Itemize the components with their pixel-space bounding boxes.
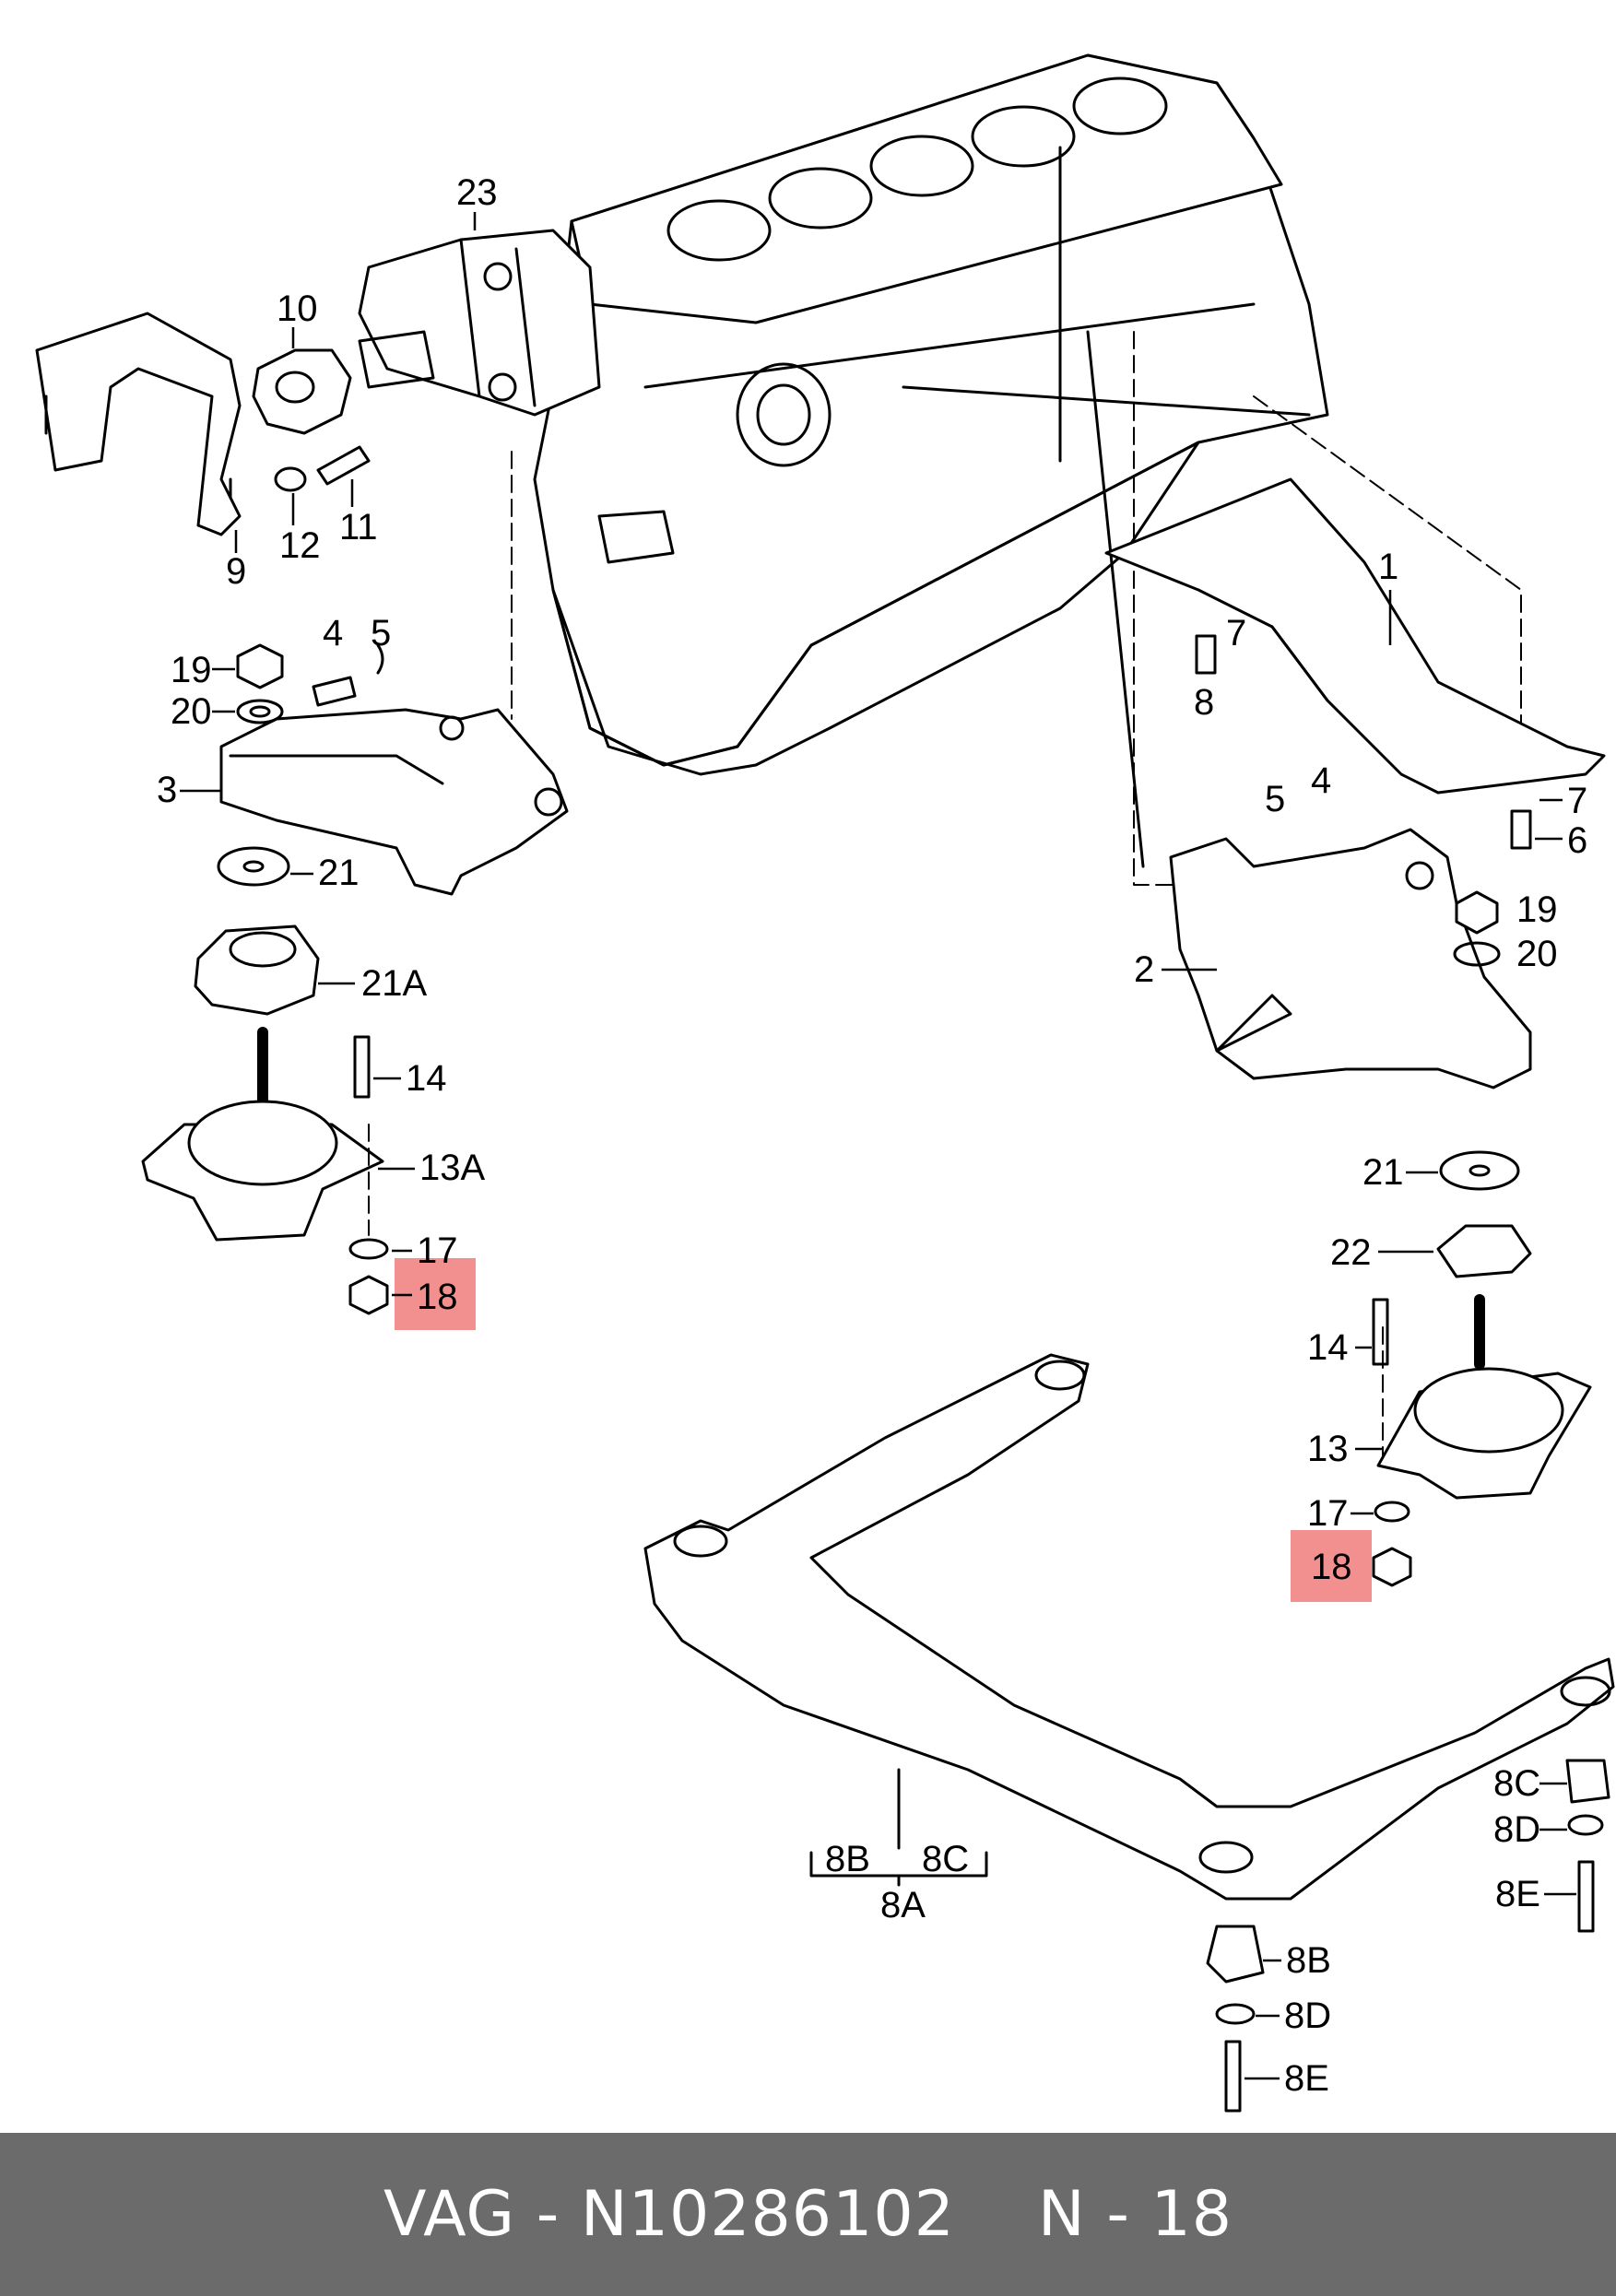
washer-20-right (1453, 941, 1501, 967)
damper-21A (194, 924, 320, 1016)
engine-mount-bracket-3 (219, 708, 569, 896)
part-number: VAG - N10286102 (383, 2178, 955, 2251)
callout-19-left: 19 (171, 650, 212, 690)
bushing-8C-right (1565, 1759, 1610, 1804)
callout-8E-right: 8E (1495, 1874, 1540, 1914)
callout-8B-left: 8B (825, 1839, 870, 1879)
washer-21-right (1439, 1150, 1520, 1191)
callout-17-right: 17 (1307, 1493, 1349, 1534)
callout-12: 12 (279, 525, 321, 566)
callout-20-left: 20 (171, 691, 212, 732)
crossmember-1 (1104, 477, 1606, 795)
nut-18-right (1372, 1547, 1412, 1587)
bolt-14-right (1372, 1298, 1389, 1366)
callout-17-left: 17 (417, 1230, 458, 1271)
nut-18-left (348, 1275, 389, 1315)
stop-22 (1436, 1224, 1532, 1278)
bolt-8-top (1195, 634, 1217, 675)
callout-9: 9 (226, 551, 246, 592)
callout-8C-left: 8C (922, 1839, 969, 1879)
engine-mount-13A (141, 1027, 384, 1242)
washer-17-right (1374, 1501, 1410, 1523)
washer-20-left (236, 699, 284, 724)
callout-21A: 21A (361, 963, 427, 1004)
callout-13: 13 (1307, 1429, 1349, 1469)
exploded-parts-diagram: 23 10 9 12 11 19 20 4 5 3 21 21A 14 13A … (35, 53, 1615, 2113)
callout-21-left: 21 (318, 853, 360, 893)
callout-5-left: 5 (371, 613, 391, 653)
callout-11: 11 (339, 507, 378, 548)
washer-17-left (348, 1238, 389, 1260)
callout-8A: 8A (880, 1885, 926, 1925)
washer-8D-right (1567, 1814, 1604, 1836)
callout-18-right: 18 (1311, 1547, 1352, 1587)
bolt-4-left (312, 676, 357, 707)
callout-7-right: 7 (1567, 781, 1587, 821)
callout-18-left: 18 (417, 1277, 458, 1317)
callout-8D-right: 8D (1493, 1809, 1540, 1850)
callout-13A: 13A (419, 1148, 485, 1188)
callout-1: 1 (1378, 547, 1398, 587)
callout-14-right: 14 (1307, 1327, 1349, 1368)
callout-8D-bottom: 8D (1284, 1996, 1331, 2036)
callout-6: 6 (1567, 820, 1587, 861)
bolt-11 (316, 445, 371, 486)
callout-14-left: 14 (406, 1058, 447, 1099)
bushing-8B-bottom (1206, 1925, 1265, 1984)
callout-8B-bottom: 8B (1286, 1940, 1331, 1981)
callout-4-right: 4 (1311, 760, 1331, 801)
callout-2: 2 (1134, 949, 1154, 990)
engine-mount-bracket-2 (1169, 828, 1532, 1089)
position-reference: N - 18 (1037, 2178, 1233, 2251)
bracket-9 (35, 312, 242, 536)
callout-22: 22 (1330, 1232, 1372, 1273)
callout-8C-right: 8C (1493, 1763, 1540, 1804)
bracket-23 (358, 229, 601, 417)
callout-5-right: 5 (1265, 779, 1285, 819)
part-10 (252, 348, 352, 435)
washer-8D-bottom (1215, 2003, 1256, 2025)
bolt-6 (1510, 809, 1532, 850)
nut-19-right (1455, 890, 1499, 935)
clip-5-left (376, 643, 384, 675)
engine-mount-13 (1372, 1294, 1592, 1500)
footer-bar: VAG - N10286102 N - 18 (0, 2133, 1616, 2296)
callout-21-right: 21 (1362, 1152, 1404, 1193)
bolt-8E-right (1577, 1860, 1595, 1933)
callout-10: 10 (277, 288, 318, 329)
washer-21-left (217, 846, 290, 887)
callout-8E-bottom: 8E (1284, 2058, 1329, 2099)
callout-20-right: 20 (1516, 934, 1558, 974)
engine-block (533, 53, 1329, 868)
callout-3: 3 (157, 770, 177, 810)
callout-7-top: 7 (1226, 613, 1246, 653)
subframe-8A (643, 1353, 1615, 1901)
callout-4-left: 4 (323, 613, 343, 653)
callout-8-top: 8 (1194, 682, 1214, 723)
washer-12 (274, 466, 307, 492)
highlight-18-right (1291, 1530, 1372, 1602)
bolt-8E-bottom (1224, 2040, 1242, 2113)
callout-23: 23 (456, 172, 498, 213)
nut-19-left (236, 643, 284, 689)
callout-19-right: 19 (1516, 889, 1558, 930)
bolt-14-left (353, 1035, 371, 1099)
